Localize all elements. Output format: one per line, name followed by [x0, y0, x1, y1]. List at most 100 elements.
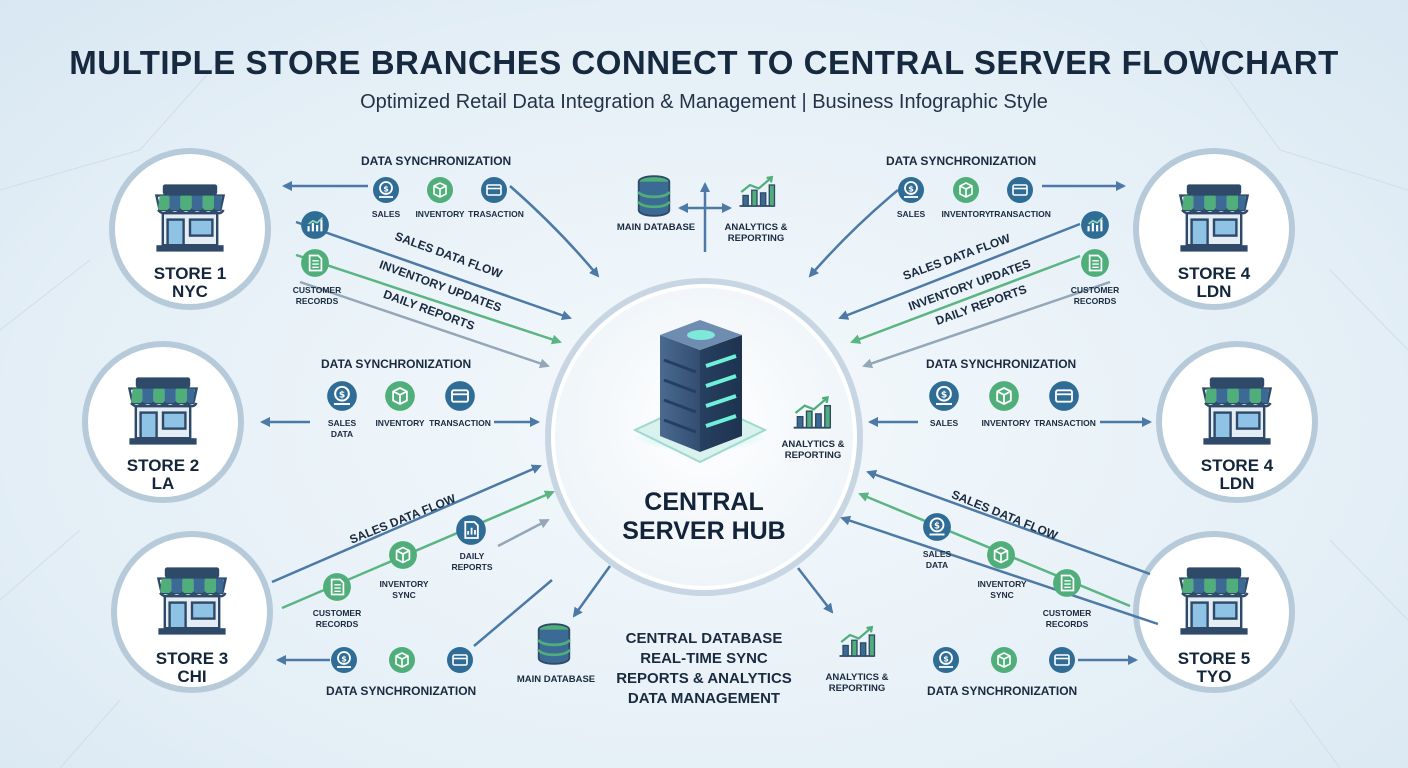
page-subtitle: Optimized Retail Data Integration & Mana… [360, 91, 1048, 113]
store-nyc-line1: STORE 1 [153, 264, 227, 283]
hub-title-line1: CENTRAL [644, 488, 764, 516]
tyo-sales-data-label: SALES DATA [922, 549, 952, 570]
summary-line-3: REPORTS & ANALYTICS [616, 670, 792, 687]
hub-analytics-label: ANALYTICS & REPORTING [781, 439, 845, 461]
store-chi-line1: STORE 3 [155, 649, 229, 668]
nyc-arrows [282, 181, 600, 369]
la-transaction-card-icon [444, 380, 476, 412]
store-tyo-node[interactable] [1133, 531, 1295, 693]
chi-inventory-box-icon [388, 540, 418, 570]
ldn-top-sync-item-transaction: TRANSACTION [989, 209, 1051, 219]
tyo-sales-coin-icon [922, 512, 952, 542]
tyo-sync-box-icon [990, 646, 1018, 674]
server-rack-icon [632, 320, 768, 464]
bottom-main-database-icon [537, 622, 571, 666]
store-ldn-top-node[interactable] [1133, 148, 1295, 310]
ldn-mid-sync-item-transaction: TRANSACTION [1034, 418, 1096, 428]
ldn-top-sync-title: DATA SYNCHRONIZATION [886, 154, 1037, 168]
chi-customer-records-label: CUSTOMER RECORDS [312, 608, 362, 629]
chi-inventory-sync-label: INVENTORY SYNC [379, 579, 429, 600]
hub-title: CENTRAL SERVER HUB [594, 488, 814, 546]
nyc-transaction-card-icon [480, 176, 508, 204]
nyc-customer-records-label: CUSTOMER RECORDS [292, 285, 342, 306]
ldn-top-sync-item-inventory: INVENTORY [941, 209, 991, 219]
ldn-top-arrows [808, 181, 1126, 369]
chi-sales-coin-icon [330, 646, 358, 674]
center-arrows [572, 182, 834, 618]
chi-daily-reports-label: DAILY REPORTS [451, 551, 493, 572]
store-ldn-mid-node[interactable] [1156, 341, 1318, 503]
chi-transaction-card-icon [446, 646, 474, 674]
la-sync-item-transaction: TRANSACTION [429, 418, 491, 428]
store-chi-node[interactable] [111, 531, 273, 693]
la-inventory-box-icon [384, 380, 416, 412]
store-tyo-line1: STORE 5 [1177, 649, 1251, 668]
nyc-sync-item-inventory: INVENTORY [415, 209, 465, 219]
nyc-customer-records-doc-icon [300, 248, 330, 278]
store-ldn-top-line1: STORE 4 [1177, 264, 1251, 283]
la-sync-item-sales: SALES DATA [327, 418, 357, 439]
tyo-transaction-card-icon [1048, 646, 1076, 674]
tyo-inventory-box-icon [986, 540, 1016, 570]
chi-customer-records-doc-icon [322, 572, 352, 602]
nyc-sync-item-sales: SALES [371, 209, 401, 219]
summary-line-2: REAL-TIME SYNC [640, 650, 768, 667]
page-title: MULTIPLE STORE BRANCHES CONNECT TO CENTR… [69, 44, 1339, 81]
chi-sync-title: DATA SYNCHRONIZATION [326, 684, 477, 698]
nyc-inventory-box-icon [426, 176, 454, 204]
ldn-mid-inventory-box-icon [988, 380, 1020, 412]
store-ldn-mid-line1: STORE 4 [1200, 456, 1274, 475]
la-sync-title: DATA SYNCHRONIZATION [321, 357, 472, 371]
ldn-top-inventory-box-icon [952, 176, 980, 204]
bottom-analytics-label: ANALYTICS & REPORTING [825, 672, 889, 694]
nyc-sync-item-transaction: TRASACTION [468, 209, 524, 219]
tyo-customer-records-label: CUSTOMER RECORDS [1042, 608, 1092, 629]
store-la-line1: STORE 2 [126, 456, 200, 475]
tyo-sync-title: DATA SYNCHRONIZATION [927, 684, 1078, 698]
store-ldn-mid-line2: LDN [1219, 474, 1255, 493]
store-ldn-top-line2: LDN [1196, 282, 1232, 301]
ldn-top-transaction-card-icon [1006, 176, 1034, 204]
hub-title-line2: SERVER HUB [622, 517, 786, 545]
bottom-summary: CENTRAL DATABASE REAL-TIME SYNC REPORTS … [594, 629, 814, 709]
bottom-main-database-label: MAIN DATABASE [516, 674, 596, 685]
top-analytics-chart-icon [738, 176, 776, 208]
tyo-customer-records-doc-icon [1052, 568, 1082, 598]
summary-line-4: DATA MANAGEMENT [627, 690, 781, 707]
store-chi-line2: CHI [177, 667, 207, 686]
ldn-top-report-chart-icon [1080, 210, 1110, 240]
ldn-top-customer-records-doc-icon [1080, 248, 1110, 278]
top-analytics-label: ANALYTICS & REPORTING [724, 222, 788, 244]
store-tyo-line2: TYO [1196, 667, 1232, 686]
top-main-database-icon [637, 174, 671, 218]
ldn-mid-transaction-card-icon [1048, 380, 1080, 412]
top-main-database-label: MAIN DATABASE [616, 222, 696, 233]
store-nyc-node[interactable] [109, 148, 271, 310]
ldn-mid-sales-coin-icon [928, 380, 960, 412]
ldn-mid-sync-item-sales: SALES [929, 418, 959, 428]
ldn-mid-sync-item-inventory: INVENTORY [981, 418, 1031, 428]
store-la-node[interactable] [82, 341, 244, 503]
la-sync-item-inventory: INVENTORY [375, 418, 425, 428]
chi-daily-reports-icon [455, 514, 487, 546]
ldn-top-customer-records-label: CUSTOMER RECORDS [1070, 285, 1120, 306]
tyo-sync-coin-icon [932, 646, 960, 674]
background-lines [0, 39, 1408, 768]
la-sales-coin-icon [326, 380, 358, 412]
tyo-inventory-sync-label: INVENTORY SYNC [977, 579, 1027, 600]
store-nyc-line2: NYC [172, 282, 208, 301]
summary-line-1: CENTRAL DATABASE [625, 630, 783, 647]
nyc-sales-coin-icon [372, 176, 400, 204]
store-la-line2: LA [151, 474, 175, 493]
ldn-top-sync-item-sales: SALES [896, 209, 926, 219]
ldn-mid-sync-title: DATA SYNCHRONIZATION [926, 357, 1077, 371]
nyc-sync-title: DATA SYNCHRONIZATION [361, 154, 512, 168]
chi-sync-box-icon [388, 646, 416, 674]
